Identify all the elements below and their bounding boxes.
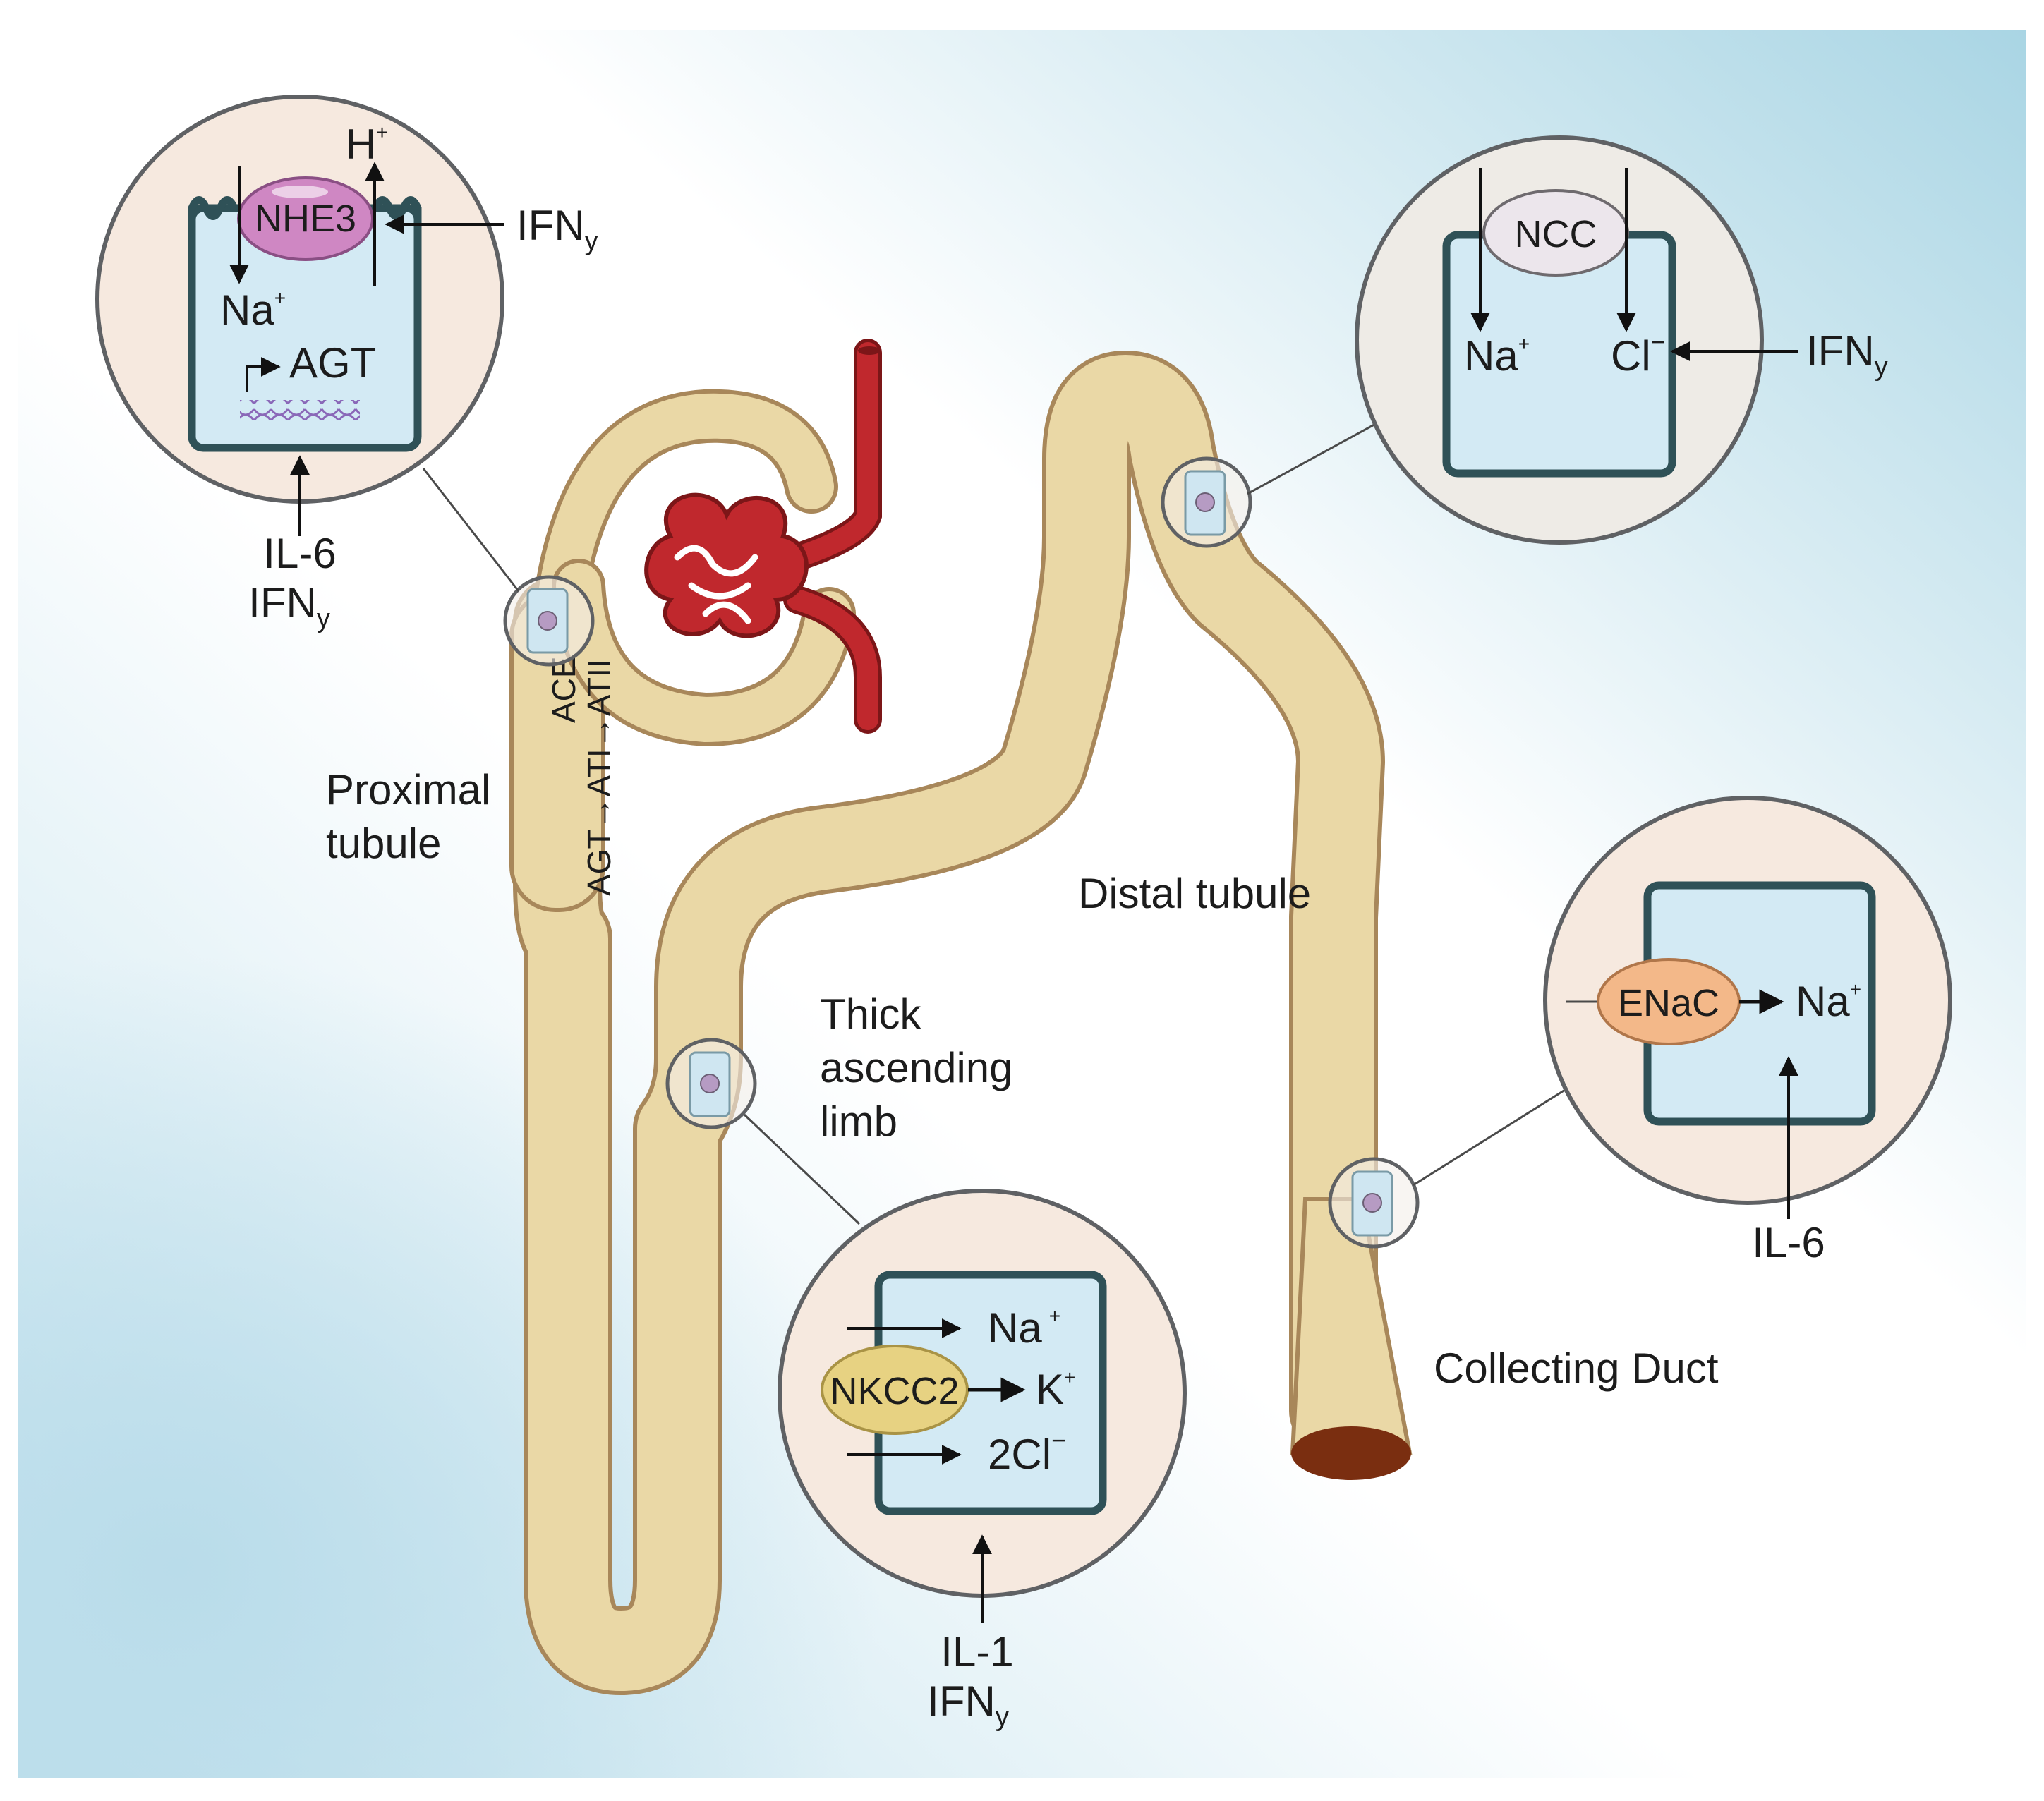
distal-na-label: Na+ xyxy=(1464,332,1530,380)
ace-text: ACE xyxy=(545,656,582,723)
collecting-na-label: Na+ xyxy=(1796,978,1861,1025)
thick-il1-label: IL-1 xyxy=(941,1628,1013,1675)
thick-ifny-label: IFNy xyxy=(927,1678,1009,1732)
marker-distal xyxy=(1161,456,1252,548)
callout-distal: NCC Na+ Cl− IFNy xyxy=(1355,135,1888,545)
duct-opening xyxy=(1291,1426,1411,1480)
marker-proximal xyxy=(503,575,595,667)
ras-cascade-text: AGT→ATI→ATII xyxy=(581,659,617,896)
dna-icon xyxy=(240,400,360,420)
proximal-ifny-bottom-label: IFNy xyxy=(248,579,330,633)
nkcc2-transporter xyxy=(821,1345,969,1435)
tubule-ras-text: ACE AGT→ATI→ATII xyxy=(545,656,617,896)
location-markers xyxy=(503,456,1420,1249)
distal-cl-label: Cl− xyxy=(1611,327,1666,380)
proximal-ifny-label: IFNy xyxy=(516,202,598,256)
glomerulus xyxy=(644,339,882,734)
enac-label: ENaC xyxy=(1618,982,1719,1024)
thick-na-label: Na+ xyxy=(988,1304,1060,1352)
label-distal-tubule: Distal tubule xyxy=(1078,870,1311,917)
callout-proximal: NHE3 H+ Na+ AGT IFNy IL-6 IFNy xyxy=(95,95,598,633)
nhe3-label: NHE3 xyxy=(255,198,356,240)
h-ion-label: H+ xyxy=(346,121,388,168)
nkcc2-label: NKCC2 xyxy=(830,1370,959,1412)
marker-collecting xyxy=(1328,1157,1420,1249)
callout-collecting: ENaC Na+ IL-6 xyxy=(1543,796,1952,1266)
agt-gene-label: AGT xyxy=(289,339,376,387)
proximal-il6-label: IL-6 xyxy=(263,530,336,577)
callout-thick-ascending: Na+ NKCC2 K+ 2Cl− IL-1 IFNy xyxy=(778,1189,1187,1732)
ncc-label: NCC xyxy=(1515,213,1597,255)
collecting-il6-label: IL-6 xyxy=(1752,1219,1825,1266)
label-collecting-duct: Collecting Duct xyxy=(1434,1345,1719,1392)
marker-thick-ascending xyxy=(665,1038,757,1129)
na-ion-label: Na+ xyxy=(220,286,286,334)
thick-k-label: K+ xyxy=(1036,1366,1075,1413)
connector-lines xyxy=(422,420,1566,1225)
thick-cl-label: 2Cl− xyxy=(988,1426,1066,1478)
distal-ifny-label: IFNy xyxy=(1806,327,1888,382)
